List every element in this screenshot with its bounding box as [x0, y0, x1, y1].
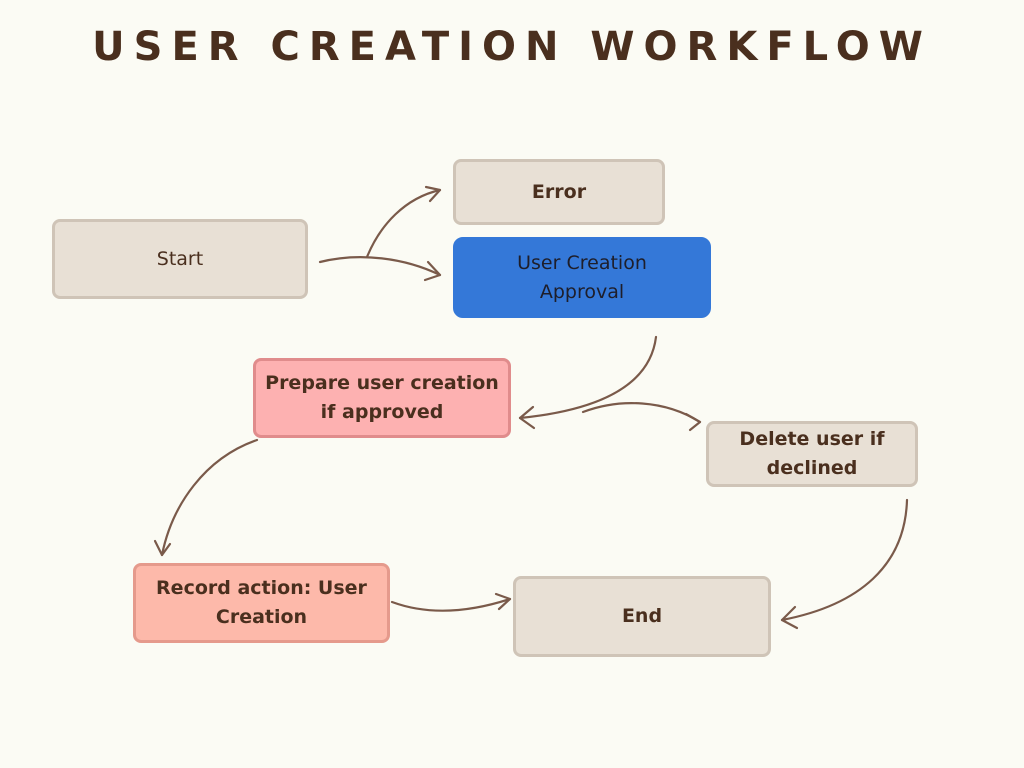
arrow-prepare-to-record: [153, 438, 259, 557]
node-prepare-label-line2: if approved: [320, 401, 444, 423]
arrow-start-to-error: [365, 185, 442, 259]
node-start-label: Start: [156, 247, 204, 270]
node-delete-user[interactable]: Delete user if declined: [706, 421, 918, 487]
arrow-approval-to-prepare: [518, 335, 658, 430]
arrow-start-to-approval: [318, 256, 442, 282]
node-record-action[interactable]: Record action: User Creation: [133, 563, 390, 643]
node-approval-label-line1: User Creation: [517, 251, 647, 274]
arrow-approval-to-delete: [581, 402, 702, 432]
diagram-title: USER CREATION WORKFLOW: [92, 24, 932, 70]
node-user-creation-approval[interactable]: User Creation Approval: [453, 237, 711, 318]
node-record-label-line2: Creation: [215, 606, 308, 628]
node-start[interactable]: Start: [52, 219, 308, 299]
node-error[interactable]: Error: [453, 159, 665, 225]
node-delete-label-line2: declined: [766, 457, 858, 479]
node-end[interactable]: End: [513, 576, 771, 657]
node-error-label: Error: [531, 180, 587, 203]
node-prepare-user-creation[interactable]: Prepare user creation if approved: [253, 358, 511, 438]
arrow-delete-to-end: [780, 498, 909, 630]
node-prepare-label-line1: Prepare user creation: [265, 372, 499, 394]
node-record-label-line1: Record action: User: [156, 577, 367, 599]
node-delete-label-line1: Delete user if: [739, 428, 885, 450]
arrow-record-to-end: [390, 592, 512, 612]
node-approval-label-line2: Approval: [539, 280, 625, 303]
node-end-label: End: [621, 605, 663, 627]
